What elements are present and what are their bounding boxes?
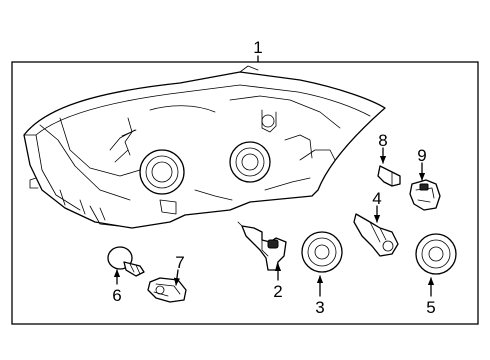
part-3-cover-cap [301, 231, 343, 273]
part-6-bulb [107, 246, 145, 277]
diagram-frame [11, 61, 479, 325]
callout-8: 8 [378, 131, 387, 150]
callout-4: 4 [372, 189, 381, 208]
part-5-cover-cap [415, 233, 457, 275]
callout-7: 7 [175, 253, 184, 272]
part-8-small-bulb [377, 165, 401, 187]
callout-9: 9 [417, 146, 426, 165]
callout-3: 3 [315, 298, 324, 317]
callout-5: 5 [426, 298, 435, 317]
headlamp-assembly [23, 65, 386, 229]
callout-1: 1 [253, 38, 262, 57]
part-2-socket [237, 221, 287, 271]
callout-2: 2 [273, 282, 282, 301]
part-4-bulb [353, 213, 399, 257]
part-9-socket [409, 179, 441, 211]
part-7-socket [147, 277, 187, 303]
callout-6: 6 [112, 286, 121, 305]
callout-7-arrow [173, 269, 181, 286]
